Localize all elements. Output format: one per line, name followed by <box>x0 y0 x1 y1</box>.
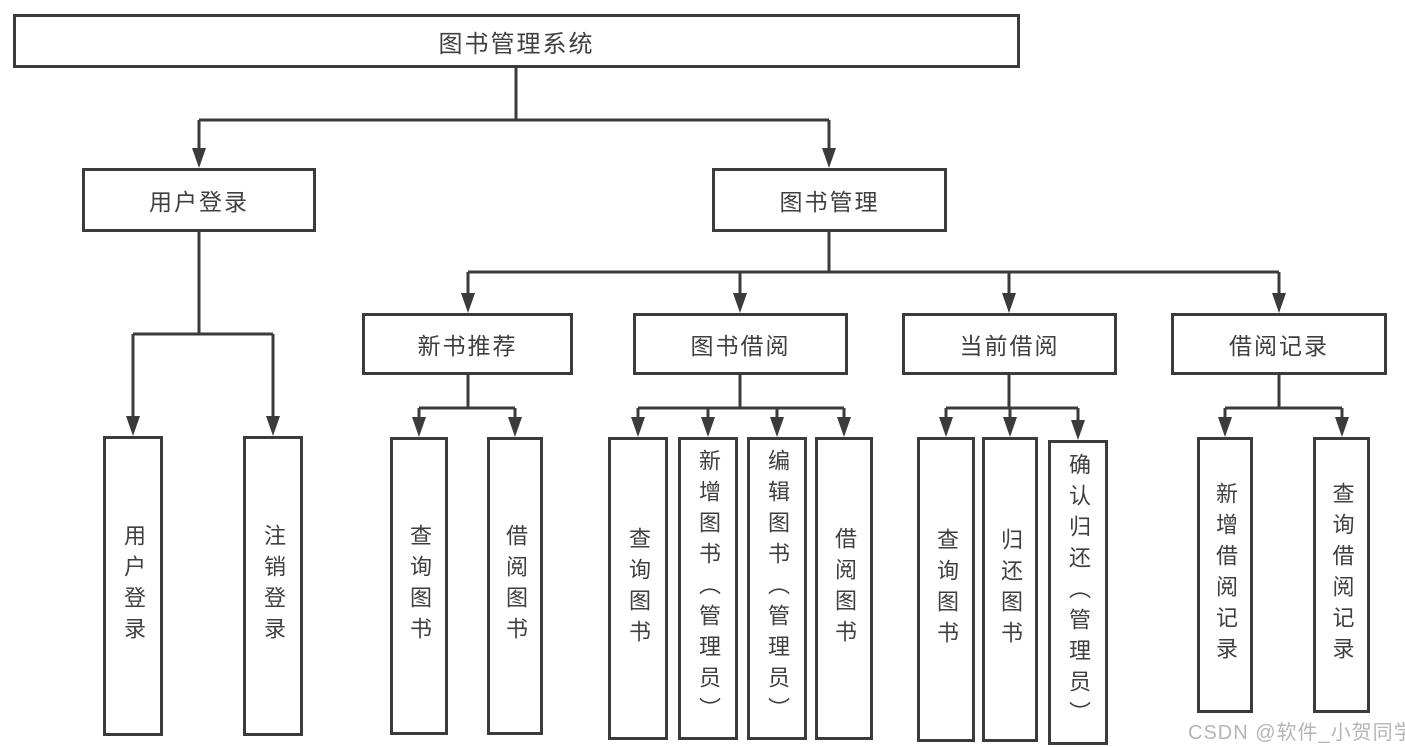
node-user-login: 用户登录 <box>82 168 316 232</box>
leaf-records-query-record-label: 查询借阅记录 <box>1329 482 1355 668</box>
leaf-records-add-record-label: 新增借阅记录 <box>1213 482 1238 668</box>
leaf-records-query-record: 查询借阅记录 <box>1313 437 1370 713</box>
leaf-newbooks-query-books: 查询图书 <box>390 437 448 735</box>
leaf-records-add-record: 新增借阅记录 <box>1197 437 1253 713</box>
leaf-logout-label: 注销登录 <box>261 524 286 648</box>
tree-edges <box>131 68 1344 422</box>
leaf-current-query-books-label: 查询图书 <box>934 527 959 652</box>
leaf-current-query-books: 查询图书 <box>917 437 975 742</box>
leaf-current-confirm-return-admin: 确认归还（管理员） <box>1048 440 1108 745</box>
leaf-borrow-borrow-books: 借阅图书 <box>815 437 873 740</box>
leaf-user-login-label: 用户登录 <box>121 524 146 648</box>
leaf-logout: 注销登录 <box>243 436 303 736</box>
node-book-borrow: 图书借阅 <box>633 313 848 375</box>
leaf-current-return-books-label: 归还图书 <box>998 527 1023 652</box>
node-new-books-label: 新书推荐 <box>417 333 518 359</box>
node-root-label: 图书管理系统 <box>438 30 595 58</box>
leaf-borrow-borrow-books-label: 借阅图书 <box>832 526 857 651</box>
node-book-management: 图书管理 <box>712 168 947 232</box>
leaf-borrow-query-books: 查询图书 <box>608 437 668 740</box>
node-borrow-records-label: 借阅记录 <box>1229 333 1329 359</box>
leaf-borrow-query-books-label: 查询图书 <box>626 526 651 651</box>
leaf-borrow-edit-books-admin: 编辑图书（管理员） <box>747 437 807 740</box>
node-book-management-label: 图书管理 <box>779 189 880 215</box>
csdn-watermark: CSDN @软件_小贺同学 <box>1188 722 1405 744</box>
node-current-borrow: 当前借阅 <box>902 313 1117 375</box>
node-new-books: 新书推荐 <box>362 313 573 375</box>
leaf-newbooks-borrow-books-label: 借阅图书 <box>503 524 528 648</box>
leaf-current-return-books: 归还图书 <box>982 437 1038 742</box>
leaf-current-confirm-return-admin-label: 确认归还（管理员） <box>1066 453 1091 732</box>
leaf-newbooks-borrow-books: 借阅图书 <box>487 437 543 735</box>
leaf-newbooks-query-books-label: 查询图书 <box>407 524 432 648</box>
leaf-borrow-edit-books-admin-label: 编辑图书（管理员） <box>765 449 790 728</box>
node-user-login-label: 用户登录 <box>149 189 249 215</box>
node-current-borrow-label: 当前借阅 <box>959 333 1060 359</box>
node-borrow-records: 借阅记录 <box>1171 313 1387 375</box>
node-book-borrow-label: 图书借阅 <box>690 333 791 359</box>
leaf-borrow-add-books-admin-label: 新增图书（管理员） <box>696 449 721 728</box>
node-root: 图书管理系统 <box>13 14 1020 68</box>
leaf-borrow-add-books-admin: 新增图书（管理员） <box>678 437 738 740</box>
leaf-user-login: 用户登录 <box>103 436 163 736</box>
arrowheads <box>126 148 1349 440</box>
